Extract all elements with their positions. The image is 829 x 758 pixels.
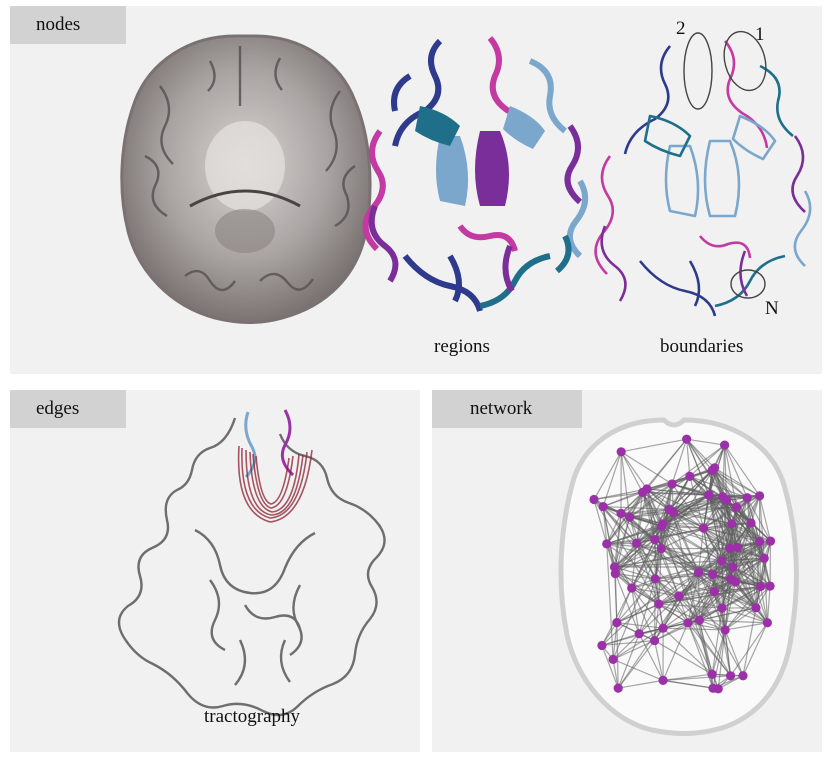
network-node <box>617 447 626 456</box>
network-node <box>602 539 611 548</box>
network-node <box>708 670 717 679</box>
network-node <box>610 562 619 571</box>
network-node <box>667 479 676 488</box>
network-node <box>718 492 727 501</box>
network-node <box>657 544 666 553</box>
marker-1: 1 <box>755 24 765 46</box>
network-node <box>720 440 729 449</box>
network-node <box>695 616 704 625</box>
regions-caption: regions <box>434 336 490 358</box>
network-node <box>746 518 755 527</box>
network-node <box>632 539 641 548</box>
network-node <box>717 603 726 612</box>
network-node <box>717 556 726 565</box>
brain-network-graph-icon <box>432 390 822 752</box>
network-node <box>658 676 667 685</box>
network-node <box>710 463 719 472</box>
network-node <box>616 509 625 518</box>
nodes-panel: nodes <box>10 6 822 374</box>
network-node <box>721 625 730 634</box>
network-node <box>751 603 760 612</box>
network-node <box>651 574 660 583</box>
network-node <box>766 536 775 545</box>
network-node <box>760 554 769 563</box>
network-node <box>682 435 691 444</box>
network-node <box>743 493 752 502</box>
network-node <box>755 491 764 500</box>
network-node <box>614 684 623 693</box>
brain-tractography-icon <box>10 390 420 752</box>
network-node <box>612 618 621 627</box>
network-node <box>657 522 666 531</box>
region-highlight-2 <box>684 33 712 109</box>
network-node <box>664 505 673 514</box>
network-node <box>699 524 708 533</box>
marker-2: 2 <box>676 18 686 40</box>
network-node <box>694 568 703 577</box>
network-node <box>705 490 714 499</box>
network-node <box>650 535 659 544</box>
boundaries-caption: boundaries <box>660 336 743 358</box>
network-panel: network <box>432 390 822 752</box>
network-node <box>708 684 717 693</box>
network-node <box>589 495 598 504</box>
network-node <box>731 577 740 586</box>
network-node <box>609 655 618 664</box>
network-node <box>725 544 734 553</box>
network-node <box>683 618 692 627</box>
network-node <box>708 570 717 579</box>
network-node <box>756 582 765 591</box>
network-node <box>728 562 737 571</box>
network-node <box>659 624 668 633</box>
network-node <box>763 618 772 627</box>
network-node <box>755 537 764 546</box>
network-node <box>627 583 636 592</box>
network-node <box>638 488 647 497</box>
network-node <box>625 513 634 522</box>
network-node <box>685 472 694 481</box>
network-node <box>710 587 719 596</box>
network-node <box>727 519 736 528</box>
network-node <box>654 599 663 608</box>
network-node <box>765 581 774 590</box>
network-node <box>738 671 747 680</box>
network-node <box>732 503 741 512</box>
network-node <box>726 671 735 680</box>
network-node <box>599 502 608 511</box>
edges-panel: edges tractography <box>10 390 420 752</box>
network-node <box>597 641 606 650</box>
marker-n: N <box>765 298 779 320</box>
network-node <box>635 629 644 638</box>
network-node <box>650 636 659 645</box>
brain-region-boundaries-icon <box>10 6 822 374</box>
tractography-caption: tractography <box>204 706 300 728</box>
network-node <box>674 591 683 600</box>
